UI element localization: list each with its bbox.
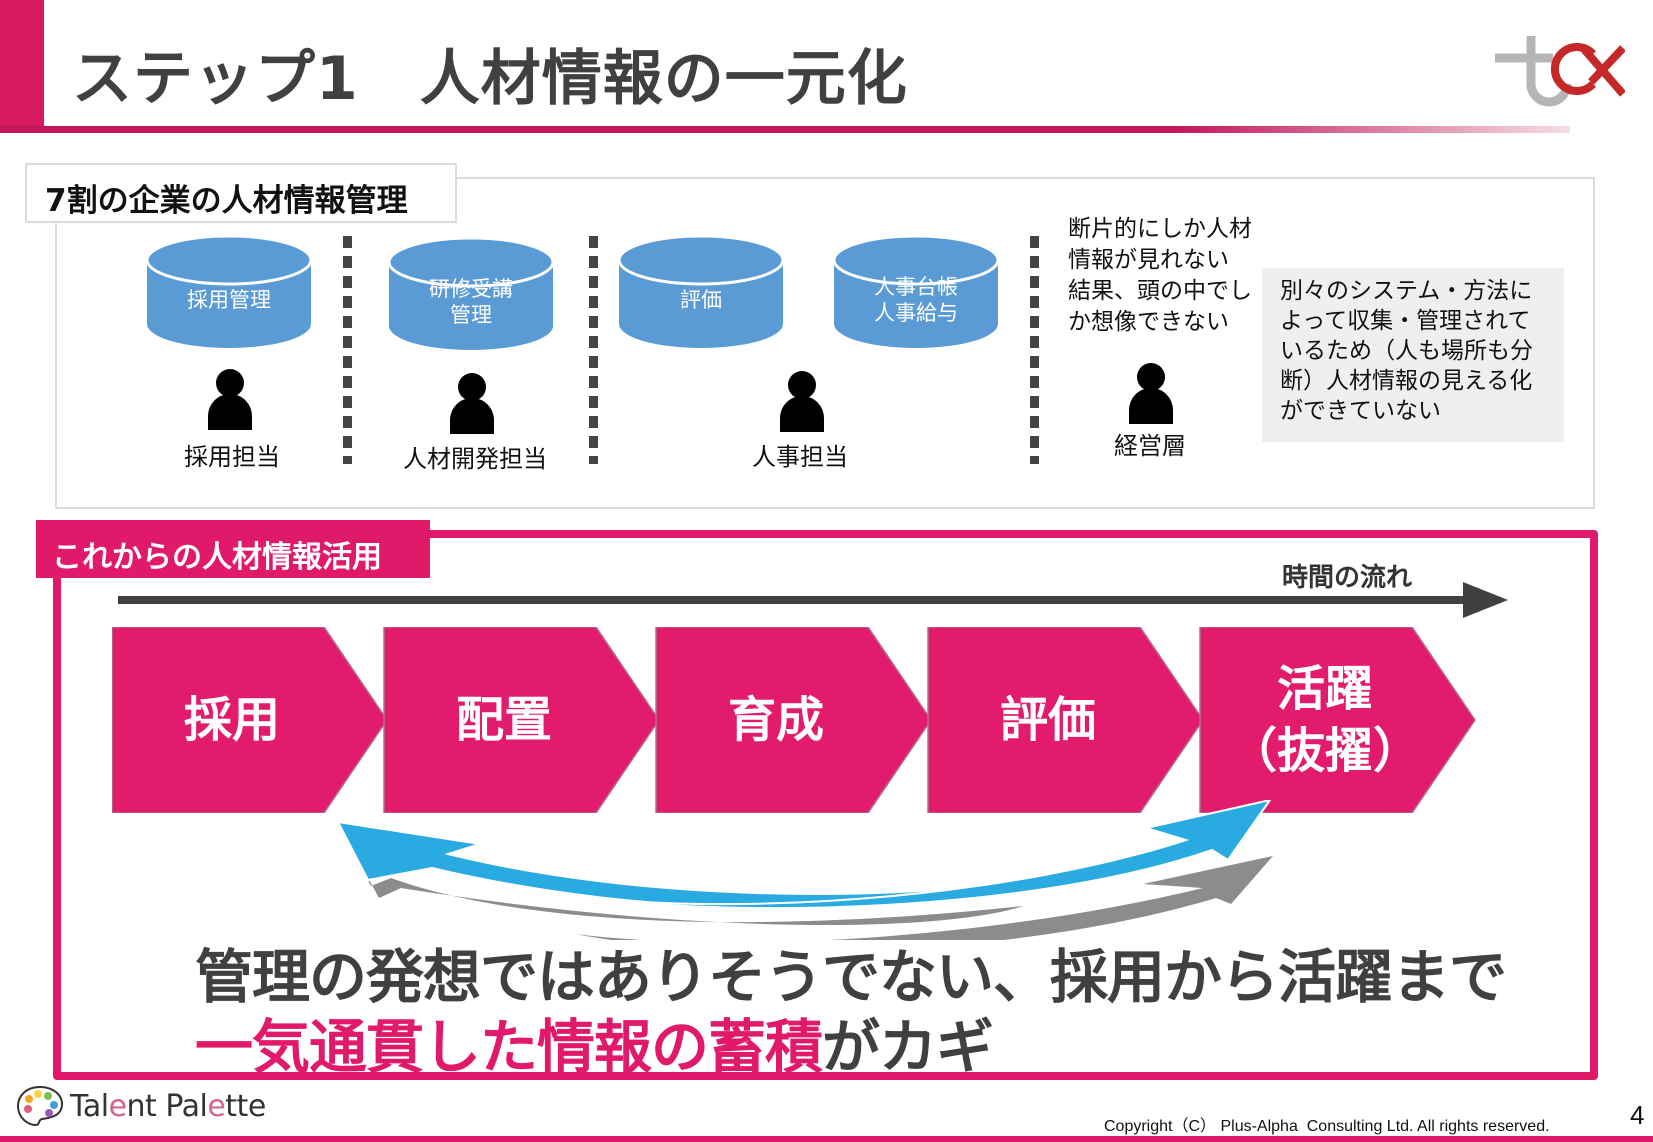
database-cylinder-icon xyxy=(387,236,555,350)
brand-logo: Talent Palette xyxy=(16,1084,266,1128)
current-state-title: 7割の企業の人材情報管理 xyxy=(25,163,457,223)
lifecycle-steps: 採用 配置 育成 評価 活躍 （抜擢） xyxy=(112,627,1512,813)
database-label: 人事台帳 人事給与 xyxy=(874,275,958,325)
section-divider xyxy=(589,236,598,464)
person-icon xyxy=(1129,363,1173,424)
role-label-recruiting: 採用担当 xyxy=(184,443,280,471)
page-title: ステップ1 人材情報の一元化 xyxy=(72,44,908,114)
summary-note: 別々のシステム・方法に よって収集・管理されて いるため（人も場所も分 断）人材… xyxy=(1262,268,1564,442)
step-chevron xyxy=(927,627,1204,813)
step-label-evaluation: 評価 xyxy=(999,692,1096,748)
role-label-hr: 人事担当 xyxy=(752,443,848,471)
step-chevron xyxy=(112,627,388,813)
person-icon xyxy=(780,371,824,432)
tagline-line-2: 一気通貫した情報の蓄積がカギ xyxy=(195,1000,994,1084)
step-chevrons xyxy=(112,627,1476,813)
time-flow-label: 時間の流れ xyxy=(1282,563,1413,593)
database-label: 採用管理 xyxy=(187,288,271,312)
brand-text: Tal xyxy=(70,1088,109,1124)
future-state-title: これからの人材情報活用 xyxy=(36,520,430,578)
brand-text: tte xyxy=(225,1088,266,1124)
cycle-arrows-icon xyxy=(336,800,1273,940)
step-chevron xyxy=(655,627,932,813)
copyright-notice: Copyright（C） Plus-Alpha Consulting Ltd. … xyxy=(1104,1118,1550,1135)
tagline-rest: がカギ xyxy=(822,1013,994,1081)
database-training: 研修受講 管理 xyxy=(387,234,555,356)
section-divider xyxy=(343,236,352,464)
step-label-development: 育成 xyxy=(727,692,824,748)
footer-line xyxy=(0,1136,1653,1142)
person-icon xyxy=(450,373,494,434)
step-chevron xyxy=(1199,627,1476,813)
database-cylinder-icon xyxy=(617,234,785,348)
header-underline xyxy=(0,126,1570,133)
database-cylinder-icon xyxy=(145,234,313,348)
database-label: 評価 xyxy=(680,288,722,312)
step-label-recruitment: 採用 xyxy=(183,692,280,748)
brand-name: Talent Palette xyxy=(70,1089,266,1124)
step-chevron xyxy=(383,627,660,813)
role-label-executives: 経営層 xyxy=(1114,432,1186,460)
person-icon xyxy=(208,369,252,430)
page-number: 4 xyxy=(1630,1100,1645,1130)
database-cylinder-icon xyxy=(832,234,1000,348)
header-accent-bar xyxy=(0,0,44,132)
tagline-highlight: 一気通貫した情報の蓄積 xyxy=(195,1013,823,1081)
database-recruiting: 採用管理 xyxy=(145,232,313,354)
executive-note: 断片的にしか人材 情報が見れない 結果、頭の中でし か想像できない xyxy=(1068,216,1252,335)
database-evaluation: 評価 xyxy=(617,232,785,354)
brand-text: nt Pal xyxy=(126,1088,208,1124)
database-hr-ledger: 人事台帳 人事給与 xyxy=(832,232,1000,354)
palette-icon xyxy=(16,1085,64,1127)
brand-text-accent: e xyxy=(108,1088,127,1124)
time-flow-arrow-icon xyxy=(118,582,1508,618)
step-label-success: 活躍 （抜擢） xyxy=(1228,661,1421,779)
brand-text-accent: e xyxy=(207,1088,226,1124)
section-divider xyxy=(1030,236,1039,464)
database-label: 研修受講 管理 xyxy=(429,277,513,327)
company-logo-icon xyxy=(1495,36,1625,107)
step-label-placement: 配置 xyxy=(455,692,552,748)
role-label-talent-dev: 人材開発担当 xyxy=(403,445,547,473)
tagline-line-1: 管理の発想ではありそうでない、採用から活躍まで xyxy=(195,943,1507,1011)
